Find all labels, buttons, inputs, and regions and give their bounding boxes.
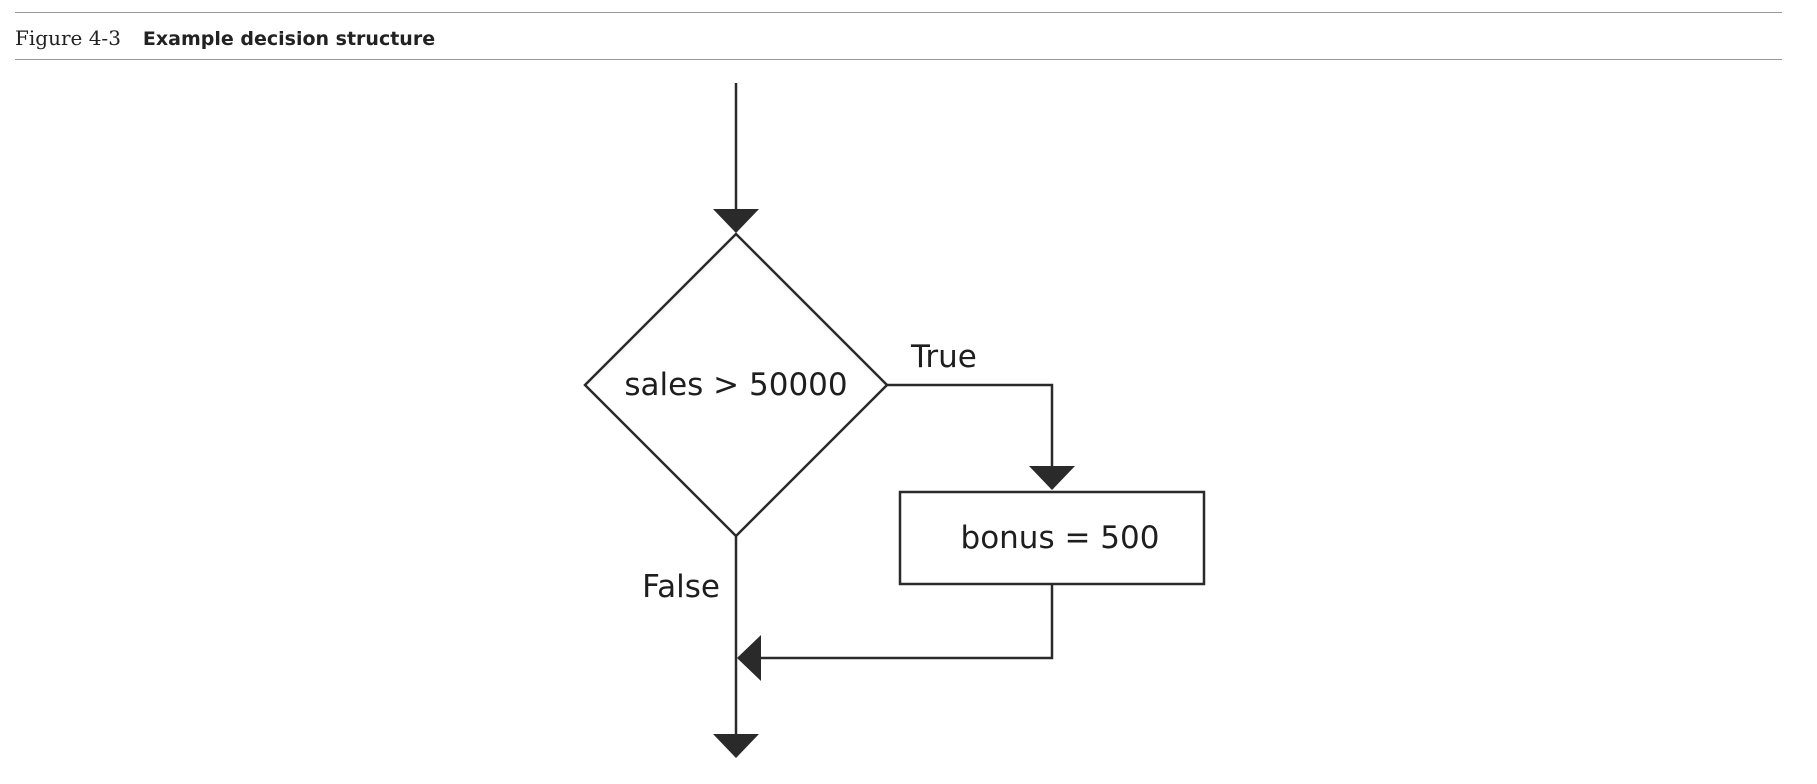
true-branch-arrow [887, 383, 1075, 490]
decision-label: sales > 50000 [624, 367, 847, 403]
top-rule [15, 12, 1782, 13]
merge-arrow [737, 584, 1054, 681]
figure-title: Example decision structure [142, 28, 436, 50]
true-label: True [910, 339, 977, 375]
false-label: False [642, 569, 720, 605]
figure-number: Figure 4-3 [15, 26, 121, 50]
bottom-rule [15, 59, 1782, 60]
figure-caption: Figure 4-3 Example decision structure [15, 22, 435, 54]
process-box [898, 490, 1206, 586]
process-label: bonus = 500 [961, 520, 1160, 556]
